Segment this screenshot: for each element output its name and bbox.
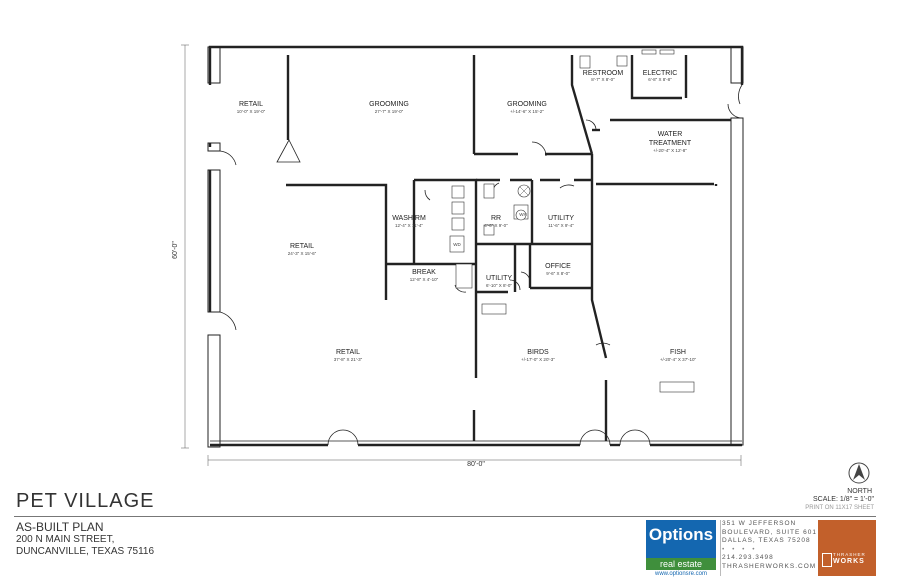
contact-dots: • • • • (722, 545, 758, 553)
plan-type: AS-BUILT PLAN (16, 520, 104, 534)
wd-label: WD (453, 242, 461, 247)
room-dims: 12'-4" X 11'-4" (395, 223, 423, 228)
address-line-2: DUNCANVILLE, TEXAS 75116 (16, 546, 155, 557)
project-title: PET VILLAGE (16, 490, 155, 512)
room-dims: 6'-8" X 8'-8" (648, 77, 672, 82)
address-line-1: 200 N MAIN STREET, (16, 534, 115, 545)
room-dims: 6'-10" X 8'-0" (486, 283, 512, 288)
room-dims: 11'-6" X 9'-4" (548, 223, 574, 228)
room-dims: 12'-8" X 4'-10" (410, 277, 439, 282)
contact-phone: 214.293.3498 (722, 554, 774, 562)
room-name: UTILITY (548, 215, 574, 222)
contact-block: 351 W JEFFERSON BOULEVARD, SUITE 601 DAL… (722, 520, 817, 572)
options-logo-sub: real estate (646, 558, 716, 570)
north-arrow-icon (848, 462, 870, 484)
room-name: RETAIL (336, 349, 360, 356)
room-name: RR (491, 215, 501, 222)
exterior-walls (207, 45, 744, 448)
room-name: WASH RM (392, 215, 426, 222)
contact-address-3: DALLAS, TEXAS 75208 (722, 537, 811, 545)
dimension-lines: 60'-0" 80'-0" (172, 44, 742, 468)
contact-address-1: 351 W JEFFERSON (722, 520, 797, 527)
room-name: RETAIL (239, 101, 263, 108)
thrasherworks-logo: THRASHER WORKS (818, 520, 876, 576)
room-name: BIRDS (527, 349, 549, 356)
room-name: RESTROOM (583, 70, 624, 77)
width-dimension: 80'-0" (467, 461, 485, 468)
room-dims: +/-17'-0" X 20'-3" (521, 357, 555, 362)
room-dims: 37'-8" X 21'-3" (334, 357, 363, 362)
room-name: TREATMENT (649, 140, 692, 147)
room-name: GROOMING (369, 101, 409, 108)
room-labels: RETAIL 10'-0" X 19'-0" GROOMING 27'-7" X… (237, 70, 697, 362)
doors (219, 84, 743, 446)
title-block: PET VILLAGE AS-BUILT PLAN 200 N MAIN STR… (0, 462, 906, 588)
room-name: BREAK (412, 269, 436, 276)
interior-walls (286, 55, 731, 441)
room-name: RETAIL (290, 243, 314, 250)
height-dimension: 60'-0" (172, 241, 179, 259)
print-note: PRINT ON 11X17 SHEET (805, 505, 874, 511)
room-name: ELECTRIC (643, 70, 678, 77)
room-dims: 4'-6" X 9'-0" (484, 223, 508, 228)
options-logo: Options real estate www.optionsre.com (646, 520, 716, 578)
room-dims: 8'-7" X 8'-0" (591, 77, 615, 82)
room-name: FISH (670, 349, 686, 356)
room-dims: 24'-3" X 15'-6" (288, 251, 317, 256)
divider-rule (14, 516, 876, 517)
contact-website: THRASHERWORKS.COM (722, 562, 817, 570)
contact-address-2: BOULEVARD, SUITE 601 (722, 528, 818, 536)
room-dims: 10'-0" X 19'-0" (237, 109, 266, 114)
north-label: NORTH (847, 488, 872, 495)
options-website: www.optionsre.com (646, 570, 716, 578)
thrasher-logo-big: WORKS (833, 558, 865, 565)
options-logo-word: Options (648, 525, 714, 544)
room-dims: 27'-7" X 19'-0" (375, 109, 404, 114)
room-dims: 9'-6" X 8'-0" (546, 271, 570, 276)
thrasher-logo-small: THRASHER (833, 552, 866, 557)
fixtures: WD WH (449, 49, 718, 393)
room-name: OFFICE (545, 263, 571, 270)
room-dims: +/-14'-6" X 15'-2" (510, 109, 544, 114)
scale-label: SCALE: 1/8" = 1'-0" (813, 496, 874, 503)
room-dims: +/-20'-4" X 12'-8" (653, 148, 687, 153)
logo-divider (720, 520, 721, 576)
room-name: UTILITY (486, 275, 512, 282)
room-dims: +/-20'-4" X 37'-10" (660, 357, 697, 362)
wh-label: WH (519, 212, 527, 217)
room-name: WATER (658, 131, 683, 138)
room-name: GROOMING (507, 101, 547, 108)
thrasher-mark-icon (822, 553, 832, 567)
